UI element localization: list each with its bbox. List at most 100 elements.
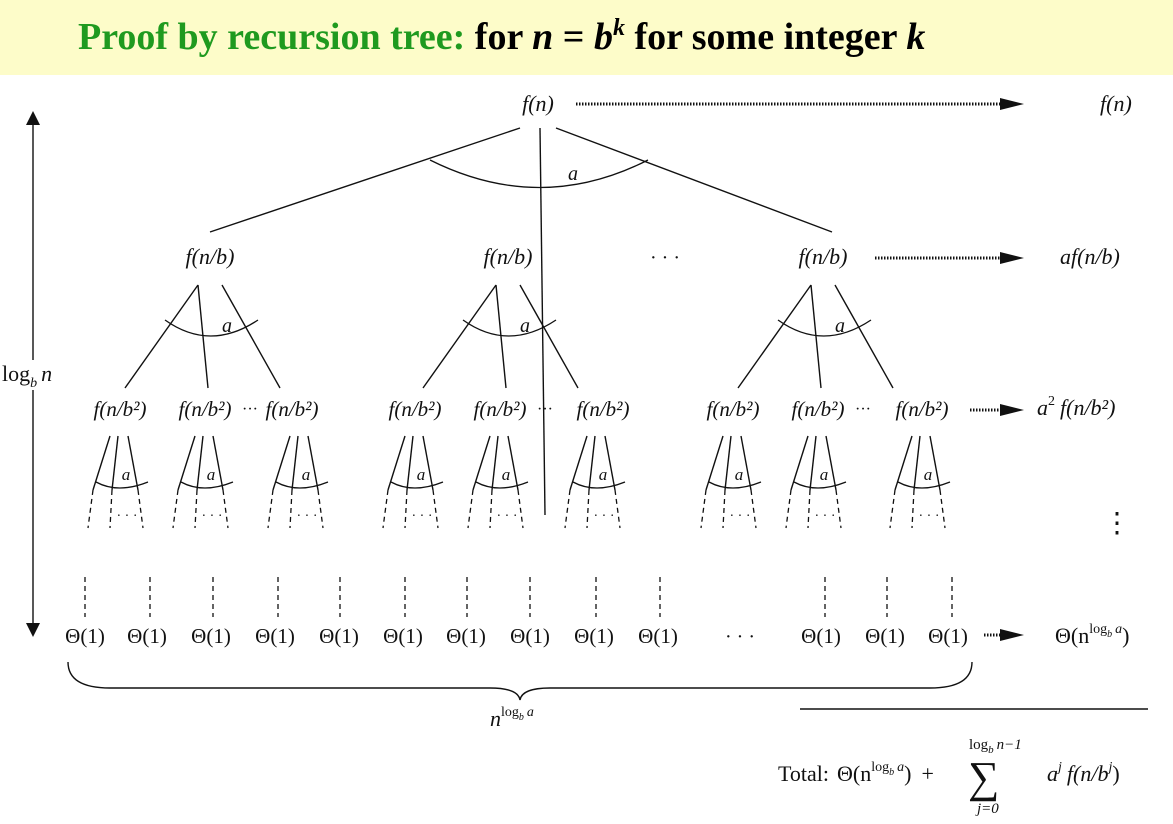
- leaf-node: Θ(1): [574, 624, 614, 648]
- leaf-node: Θ(1): [446, 624, 486, 648]
- edge-level2-right: [507, 435, 519, 491]
- level1-ellipsis: · · ·: [650, 247, 680, 269]
- title-prefix: Proof by recursion tree:: [78, 16, 466, 58]
- arc-label-level2: a: [820, 465, 829, 484]
- arc-level2: [897, 481, 951, 489]
- level3-ellipsis: · · ·: [730, 509, 751, 524]
- leaf-node: Θ(1): [319, 624, 359, 648]
- edge-level2-left: [177, 435, 196, 491]
- edge-level2-right: [929, 435, 941, 491]
- arc-label-level2: a: [735, 465, 744, 484]
- edge-level1-left: [737, 284, 812, 389]
- edge-level2-right: [212, 435, 224, 491]
- dash-level3-left: [382, 489, 389, 529]
- dash-level3-mid: [109, 489, 113, 529]
- dashed-edges: [84, 489, 953, 617]
- edge-level2-left: [894, 435, 913, 491]
- level3-ellipsis: · · ·: [117, 509, 138, 524]
- dash-level3-mid: [489, 489, 493, 529]
- leaf-brace: [67, 661, 973, 701]
- svg-text:j=0: j=0: [975, 801, 999, 817]
- dash-level3-mid: [586, 489, 590, 529]
- arc-label-level2: a: [417, 465, 426, 484]
- leaf-node: Θ(1): [928, 624, 968, 648]
- title-b-power: bk: [593, 15, 625, 58]
- edge-level2-mid: [913, 435, 921, 491]
- level2-node: f(n/b²): [389, 397, 442, 421]
- level-sum-dots: ⋮: [1103, 508, 1131, 539]
- arc-level2: [475, 481, 529, 489]
- svg-text:∑: ∑: [968, 753, 999, 802]
- edge-level2-left: [92, 435, 111, 491]
- edge-level2-mid: [196, 435, 204, 491]
- dash-level3-mid: [194, 489, 198, 529]
- edge-level1-mid: [197, 284, 209, 389]
- arc-level2: [390, 481, 444, 489]
- level2-node: f(n/b²): [707, 397, 760, 421]
- leaf-ellipsis: · · ·: [725, 626, 755, 648]
- edge-level2-left: [705, 435, 724, 491]
- arc-label-level2: a: [302, 465, 311, 484]
- edge-level2-mid: [406, 435, 414, 491]
- level2-node: f(n/b²): [896, 397, 949, 421]
- edge-level2-mid: [491, 435, 499, 491]
- dash-level3-right: [939, 489, 946, 529]
- arc-label-level2: a: [122, 465, 131, 484]
- dash-level3-left: [785, 489, 792, 529]
- title-n: n: [532, 16, 554, 58]
- arc-level2: [95, 481, 149, 489]
- arc-level2: [708, 481, 762, 489]
- leaf-node: Θ(1): [865, 624, 905, 648]
- dash-level3-mid: [722, 489, 726, 529]
- arc-label-level1: a: [222, 315, 232, 337]
- edge-level1-mid: [810, 284, 822, 389]
- edge-root-left: [209, 127, 521, 233]
- dash-level3-mid: [404, 489, 408, 529]
- leaf-node: Θ(1): [801, 624, 841, 648]
- level-sum-1: af(n/b): [1060, 244, 1120, 269]
- level2-node: f(n/b²): [266, 397, 319, 421]
- edge-root-right: [555, 127, 833, 233]
- level2-inline-ellipsis: ···: [242, 401, 258, 418]
- dash-level3-left: [889, 489, 896, 529]
- edge-level2-right: [740, 435, 752, 491]
- edge-level1-right: [519, 284, 579, 389]
- title-k: k: [906, 16, 926, 58]
- dash-level3-right: [517, 489, 524, 529]
- edge-level2-right: [825, 435, 837, 491]
- arc-root: [429, 159, 649, 189]
- edge-level1-right: [221, 284, 281, 389]
- level3-ellipsis: · · ·: [497, 509, 518, 524]
- edge-level2-mid: [291, 435, 299, 491]
- arc-label-level2: a: [207, 465, 216, 484]
- dash-level3-right: [317, 489, 324, 529]
- arc-label-level2: a: [924, 465, 933, 484]
- level2-node: f(n/b²): [474, 397, 527, 421]
- edge-level2-right: [604, 435, 616, 491]
- sum-arrowhead-root: [1000, 98, 1024, 110]
- dash-level3-right: [614, 489, 621, 529]
- arc-label-level1: a: [835, 315, 845, 337]
- edge-level2-mid: [809, 435, 817, 491]
- edge-level2-mid: [588, 435, 596, 491]
- level1-node: f(n/b): [484, 244, 533, 269]
- arc-level2: [572, 481, 626, 489]
- title-suffix: for some integer: [634, 16, 897, 58]
- arc-level1: [777, 319, 872, 337]
- arc-label-level2: a: [599, 465, 608, 484]
- dash-level3-mid: [807, 489, 811, 529]
- level-sum-root: f(n): [1100, 91, 1132, 116]
- level3-ellipsis: · · ·: [919, 509, 940, 524]
- edge-level1-left: [422, 284, 497, 389]
- edge-level2-left: [472, 435, 491, 491]
- edge-root-mid: [539, 127, 546, 516]
- level2-node: f(n/b²): [577, 397, 630, 421]
- sum-arrowhead-level2: [1000, 404, 1024, 416]
